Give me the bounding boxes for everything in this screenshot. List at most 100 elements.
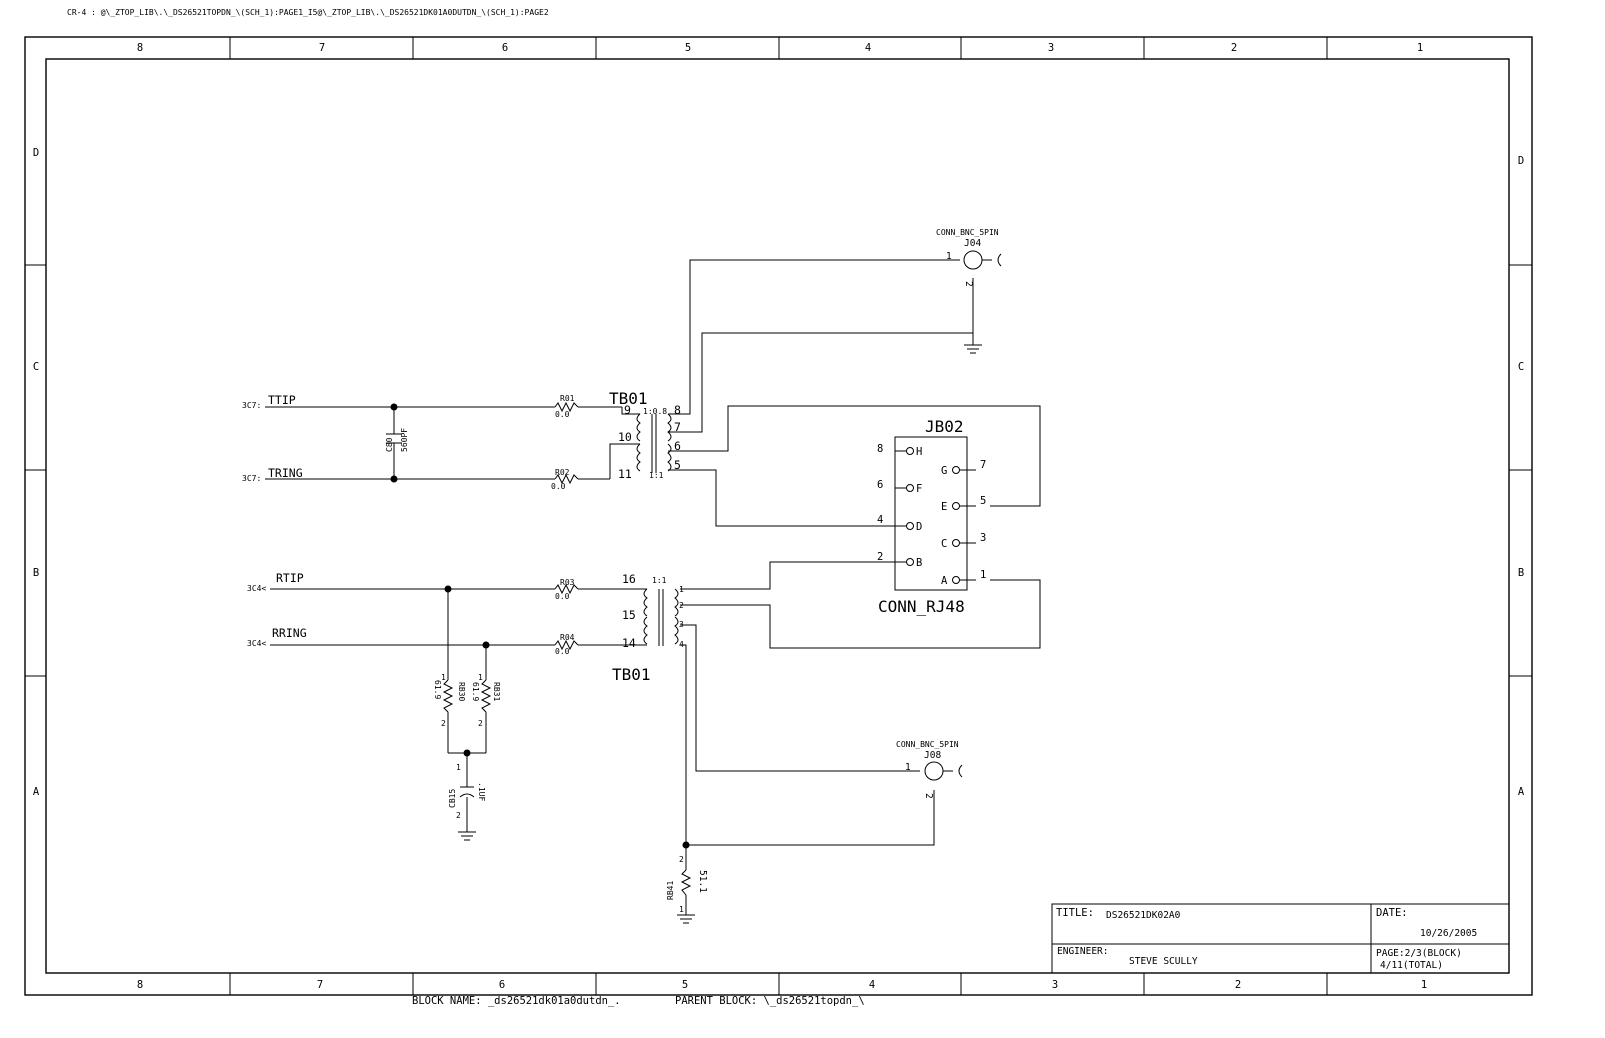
svg-text:R01: R01 — [560, 394, 575, 403]
svg-text:C: C — [941, 538, 947, 550]
title-label: TITLE: — [1056, 907, 1094, 919]
svg-text:1: 1 — [441, 673, 446, 682]
ground-symbols — [458, 344, 982, 924]
svg-text:CONN_RJ48: CONN_RJ48 — [878, 597, 965, 616]
svg-text:6: 6 — [877, 479, 883, 491]
svg-text:CONN_BNC_5PIN: CONN_BNC_5PIN — [896, 740, 959, 749]
offpage-ttip: 3C7: TTIP — [242, 393, 296, 410]
ground-icon — [677, 914, 695, 924]
svg-text:RB31: RB31 — [492, 682, 501, 701]
svg-text:3C7:: 3C7: — [242, 474, 261, 483]
coil-icon — [636, 443, 641, 472]
capacitor-cb15: 1 2 CB15 .1UF — [448, 763, 486, 820]
svg-text:F: F — [916, 483, 922, 495]
engineer-label: ENGINEER: — [1057, 946, 1108, 957]
total-label: 4/11(TOTAL) — [1380, 960, 1443, 971]
junction-dot — [682, 841, 690, 849]
coil-icon — [674, 588, 679, 617]
resistor-r01: R01 0.0 — [554, 394, 579, 419]
junction-dot — [482, 641, 490, 649]
junctions — [390, 403, 690, 849]
svg-text:2: 2 — [679, 601, 684, 610]
junction-dot — [444, 585, 452, 593]
coil-icon — [667, 413, 672, 442]
transformer-tb01-bottom: TB01 1:1 16 15 14 1 2 3 4 — [612, 572, 684, 684]
ground-icon — [458, 831, 476, 841]
resistor-icon — [554, 583, 579, 595]
row-label: D — [33, 147, 39, 159]
col-label: 7 — [319, 42, 325, 54]
col-label: 3 — [1052, 979, 1058, 991]
svg-text:2: 2 — [963, 281, 974, 287]
pin-icon — [952, 539, 960, 547]
block-name: BLOCK NAME: _ds26521dk01a0dutdn_. — [412, 995, 621, 1007]
svg-text:A: A — [941, 575, 948, 587]
pin-icon — [952, 576, 960, 584]
col-label: 1 — [1417, 42, 1423, 54]
svg-text:E: E — [941, 501, 947, 513]
pin-icon — [906, 558, 914, 566]
svg-text:RB41: RB41 — [666, 881, 675, 900]
row-label: C — [33, 361, 39, 373]
inner-border — [45, 58, 1510, 974]
svg-text:4: 4 — [679, 640, 684, 649]
junction-dot — [390, 403, 398, 411]
svg-text:JB02: JB02 — [925, 417, 964, 436]
svg-text:R04: R04 — [560, 633, 575, 642]
svg-text:R03: R03 — [560, 578, 575, 587]
svg-text:8: 8 — [674, 403, 681, 417]
title-value: DS26521DK02A0 — [1106, 910, 1181, 921]
column-dividers — [25, 37, 1532, 995]
title-block: TITLE: DS26521DK02A0 DATE: 10/26/2005 EN… — [1051, 903, 1510, 974]
svg-text:5: 5 — [674, 458, 681, 472]
column-labels-top: 8 7 6 5 4 3 2 1 — [137, 42, 1423, 54]
col-label: 6 — [502, 42, 508, 54]
svg-text:1:1: 1:1 — [652, 576, 667, 585]
row-label: C — [1518, 361, 1524, 373]
bnc-connector-j04: CONN_BNC_5PIN J04 1 2 — [936, 228, 1002, 287]
transformer-ref: TB01 — [609, 389, 648, 408]
resistor-icon — [554, 473, 579, 485]
outer-border — [24, 36, 1533, 996]
svg-text:J04: J04 — [964, 238, 981, 249]
row-label: B — [1518, 567, 1524, 579]
col-label: 2 — [1235, 979, 1241, 991]
col-label: 8 — [137, 979, 143, 991]
col-label: 8 — [137, 42, 143, 54]
transformer-ref: TB01 — [612, 665, 651, 684]
parent-block: PARENT BLOCK: \_ds26521topdn_\ — [675, 995, 865, 1007]
svg-text:0.0: 0.0 — [555, 592, 570, 601]
svg-text:61.9: 61.9 — [433, 680, 442, 699]
svg-text:1: 1 — [478, 673, 483, 682]
bnc-icon — [963, 250, 983, 270]
svg-text:2: 2 — [679, 855, 684, 864]
resistor-r02: R02 0.0 — [551, 468, 579, 491]
col-label: 5 — [685, 42, 691, 54]
row-label: A — [1518, 786, 1525, 798]
svg-text:2: 2 — [877, 551, 883, 563]
col-label: 3 — [1048, 42, 1054, 54]
ground-icon — [964, 344, 982, 354]
col-label: 1 — [1421, 979, 1427, 991]
svg-text:1: 1 — [679, 585, 684, 594]
svg-text:9: 9 — [624, 403, 631, 417]
svg-text:0.0: 0.0 — [555, 410, 570, 419]
svg-text:560PF: 560PF — [400, 428, 409, 452]
pin-icon — [952, 466, 960, 474]
svg-text:1: 1 — [905, 762, 911, 773]
wires — [265, 259, 1041, 915]
svg-text:3C7:: 3C7: — [242, 401, 261, 410]
bnc-connector-j08: CONN_BNC_5PIN J08 1 2 — [896, 740, 963, 799]
col-label: 4 — [865, 42, 871, 54]
engineer-value: STEVE SCULLY — [1129, 956, 1198, 967]
svg-text:11: 11 — [618, 467, 632, 481]
resistor-rb30: 61.9 RB30 1 2 — [433, 673, 466, 728]
svg-text:1: 1 — [980, 569, 986, 581]
rj48-connector-jb02: JB02 CONN_RJ48 8 H 6 F 4 D 2 B G 7 E 5 C… — [877, 417, 986, 616]
svg-text:TTIP: TTIP — [268, 393, 296, 407]
svg-text:5: 5 — [980, 495, 986, 507]
svg-text:D: D — [916, 521, 922, 533]
pin-icon — [952, 502, 960, 510]
row-label: B — [33, 567, 39, 579]
